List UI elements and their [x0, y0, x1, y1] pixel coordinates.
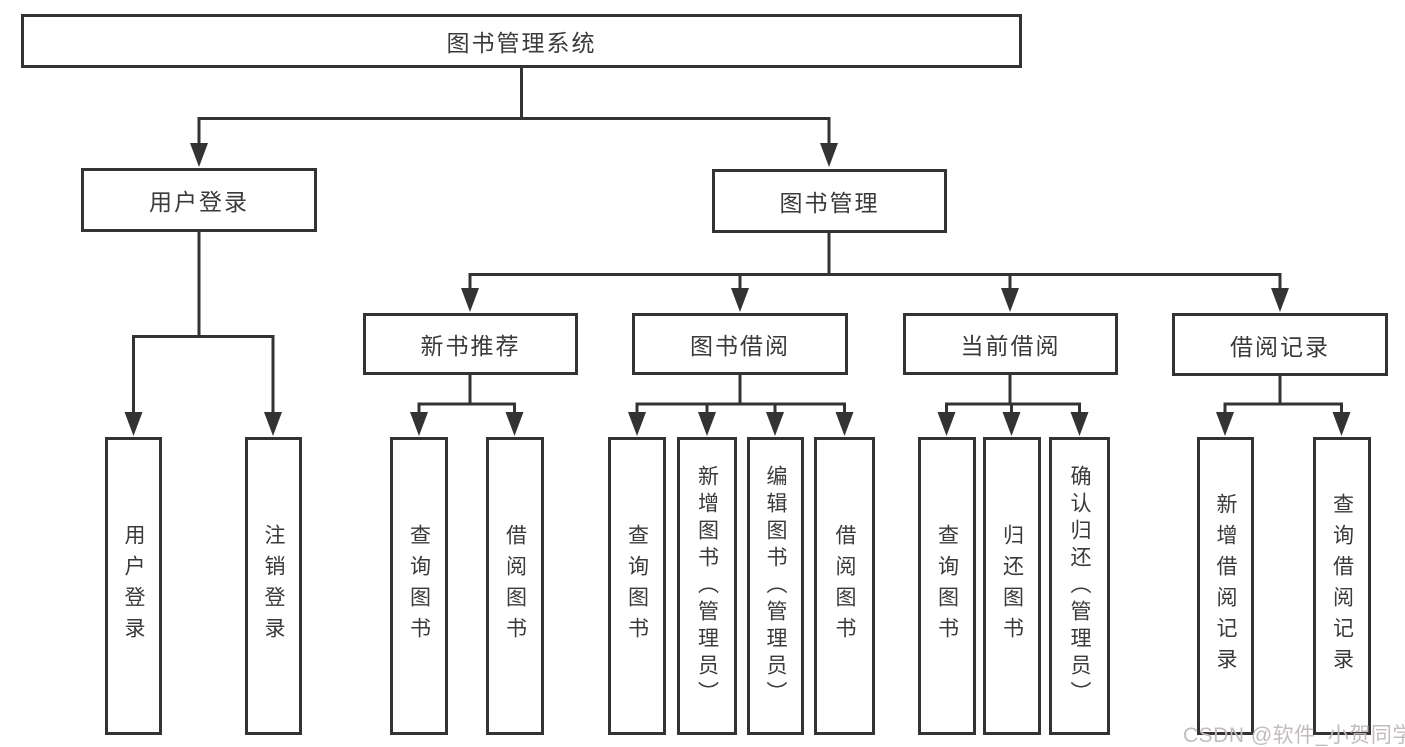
node-user-login: 用户登录	[81, 168, 317, 232]
tree-edges	[132, 68, 1343, 418]
leaf-add-books-admin: 新增图书（管理员）	[677, 437, 737, 735]
node-library-management-system: 图书管理系统	[21, 14, 1022, 68]
leaf-query-books-current: 查询图书	[918, 437, 976, 735]
leaf-add-borrow-record: 新增借阅记录	[1197, 437, 1254, 735]
leaf-borrow-books-rec: 借阅图书	[486, 437, 544, 735]
node-borrowing-records: 借阅记录	[1172, 313, 1388, 376]
leaf-borrow-books: 借阅图书	[814, 437, 875, 735]
node-book-management: 图书管理	[712, 169, 947, 233]
node-current-borrowing: 当前借阅	[903, 313, 1118, 375]
node-book-borrowing: 图书借阅	[632, 313, 848, 375]
leaf-query-books-rec: 查询图书	[390, 437, 448, 735]
leaf-user-login: 用户登录	[105, 437, 162, 735]
arrowheads	[124, 143, 1351, 436]
leaf-confirm-return-admin: 确认归还（管理员）	[1049, 437, 1110, 735]
csdn-watermark: CSDN @软件_小贺同学	[1183, 724, 1405, 747]
node-new-book-recommendation: 新书推荐	[363, 313, 578, 375]
leaf-edit-books-admin: 编辑图书（管理员）	[747, 437, 804, 735]
leaf-query-borrow-record: 查询借阅记录	[1313, 437, 1371, 735]
leaf-query-books-borrow: 查询图书	[608, 437, 666, 735]
leaf-logout: 注销登录	[245, 437, 302, 735]
leaf-return-books: 归还图书	[983, 437, 1041, 735]
